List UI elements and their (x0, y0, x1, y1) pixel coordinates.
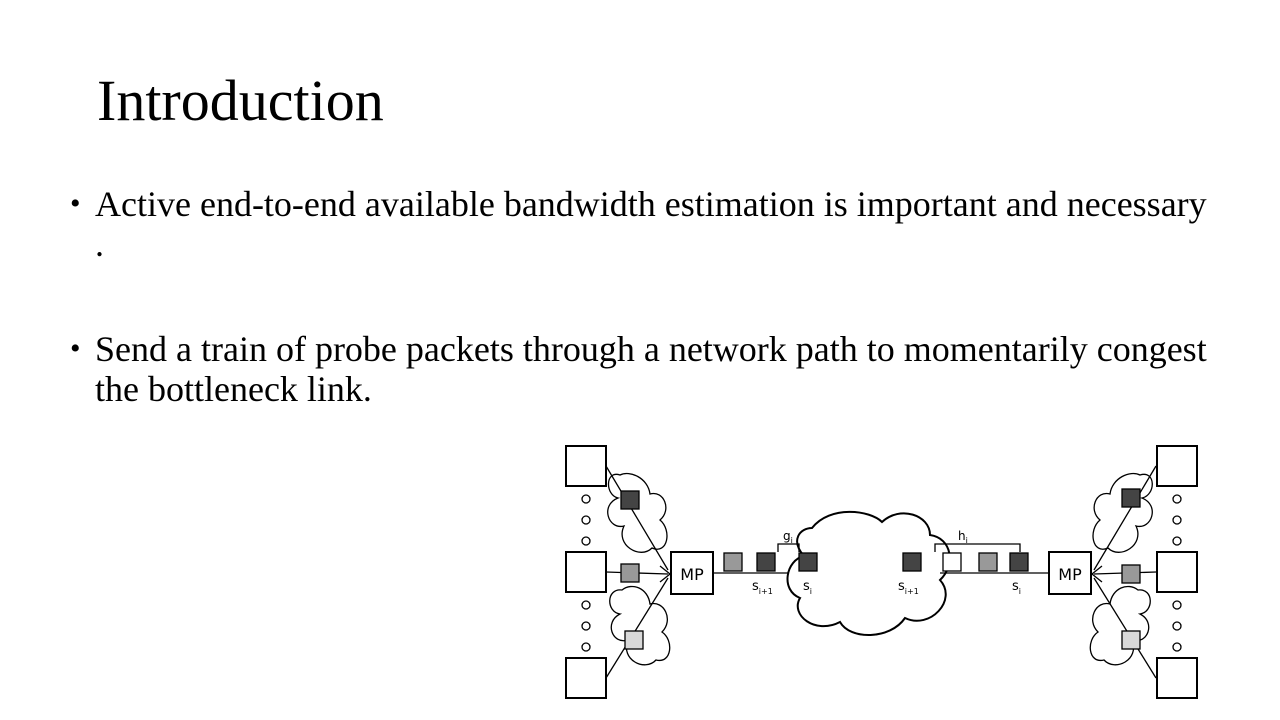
right-cloud-bottom-icon (1089, 585, 1151, 666)
bullet-text: Active end-to-end available bandwidth es… (95, 184, 1207, 264)
left-mp-label: MP (680, 565, 704, 584)
cloud-entry-packet-dark (798, 552, 818, 572)
right-host-bottom (1156, 657, 1198, 699)
left-host-top (565, 445, 607, 487)
link-packet-mid-right (978, 552, 998, 572)
right-mp-box (1048, 551, 1092, 595)
left-cloud-packet-mid (620, 563, 640, 583)
gap-label: gi (783, 529, 793, 545)
packet-label: si (1012, 579, 1021, 596)
right-cloud-packet-light (1121, 630, 1141, 650)
network-diagram: MP MP gi hi si+1 si si+1 si (565, 445, 1198, 699)
cloud-exit-packet-dark (902, 552, 922, 572)
right-mp-label: MP (1058, 565, 1082, 584)
link-packet-dark (756, 552, 776, 572)
spacing-bracket (934, 543, 1021, 552)
packet-label: si+1 (752, 579, 773, 596)
left-cloud-packet-dark (620, 490, 640, 510)
bottleneck-cloud-icon (786, 510, 951, 636)
spacing-label: hi (958, 529, 968, 545)
right-arrow-head-icon (1090, 565, 1103, 583)
bullet-item: • Active end-to-end available bandwidth … (70, 184, 1210, 264)
right-cloud-packet-dark (1121, 488, 1141, 508)
slide-title: Introduction (97, 68, 384, 133)
bullet-dot-icon: • (70, 332, 81, 365)
right-host-middle (1156, 551, 1198, 593)
left-cloud-bottom-icon (609, 585, 671, 666)
right-cloud-top-icon (1092, 472, 1153, 553)
right-cloud-packet-mid (1121, 564, 1141, 584)
bullet-text: Send a train of probe packets through a … (95, 329, 1207, 409)
link-packet-dark-right (1009, 552, 1029, 572)
packet-label: si+1 (898, 579, 919, 596)
left-host-middle (565, 551, 607, 593)
bullet-dot-icon: • (70, 187, 81, 220)
packet-label: si (803, 579, 812, 596)
link-packet-mid (723, 552, 743, 572)
left-ellipsis-icon (581, 494, 591, 652)
right-host-top (1156, 445, 1198, 487)
left-host-bottom (565, 657, 607, 699)
right-ellipsis-icon (1172, 494, 1182, 652)
bullet-item: • Send a train of probe packets through … (70, 329, 1210, 409)
bullet-list: • Active end-to-end available bandwidth … (70, 184, 1210, 474)
left-cloud-packet-light (624, 630, 644, 650)
gap-bracket (777, 543, 800, 552)
link-packet-white (942, 552, 962, 572)
left-cloud-top-icon (607, 472, 668, 553)
